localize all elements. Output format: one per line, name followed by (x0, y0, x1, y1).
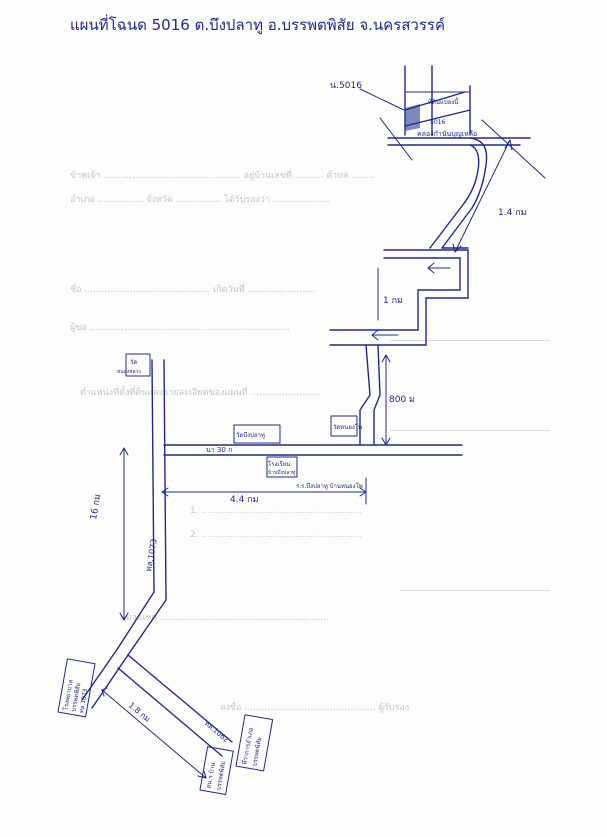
distance-arrow (454, 139, 511, 253)
distance-southwest: 1.8 กม (127, 701, 152, 724)
highway-1062-label: ทล.1062 (203, 719, 230, 744)
temple-bueng-label: วัดบึงปลาทู (236, 432, 265, 439)
temple-right-label: วัดหนองโพ (333, 423, 362, 431)
temple-bueng-box (233, 424, 281, 444)
road-edge (163, 359, 167, 601)
distance-middle: 1 กม (383, 296, 403, 306)
school-road-label: ร.ร.บึงปลาทู บ้านหนองโพ (296, 482, 363, 490)
branch-road: 800 ม วัดหนองโพ (330, 344, 415, 446)
bleed-text-5: ตำแหน่งที่ตั้งที่ดินและรายละเอียดของแผนท… (80, 388, 320, 398)
sw-right-landmark: ที่ว่าการอำเภอ บรรพตพิสัย (235, 714, 274, 772)
road-edge (359, 344, 371, 446)
school-label: โรงเรียน (268, 460, 290, 468)
southwest-junction: 1.8 กม ทล.1062 โรงพยาบาล บรรพตพิสัย ทล.1… (57, 647, 274, 796)
bleed-line (400, 590, 550, 591)
parcel-area: น.5016 ที่ดินแปลงนี้ 5016 คลองกำนันบุญเห… (330, 65, 546, 179)
bleed-text-4: ผู้ขอ ..................................… (70, 323, 290, 333)
switchback-road: 1 กม (329, 249, 469, 346)
road-edge (127, 599, 167, 656)
east-road: 1.4 กม (429, 137, 527, 253)
road-edge (127, 654, 233, 743)
distance-main-road: 4.4 กม (230, 495, 259, 505)
road-edge (91, 654, 129, 709)
sw-left-landmark: โรงพยาบาล บรรพตพิสัย ทล.1073 (57, 658, 96, 718)
highway-1073-label: ทล.1073 (144, 538, 159, 572)
north-road-label: นา 30 ก (206, 446, 232, 454)
road-edge (151, 359, 155, 593)
road-edge (441, 137, 488, 249)
parcel-sub: 5016 (430, 119, 445, 126)
road-edge (117, 667, 223, 757)
temple-nw-label: วัด (130, 359, 137, 366)
bleed-text-7: 2. .....................................… (190, 530, 362, 540)
temple-nw-box (125, 353, 151, 377)
arrow-head (119, 612, 129, 621)
bleed-text-2: อำเภอ ................ จังหวัด .........… (70, 195, 331, 205)
arrow-head (427, 262, 435, 274)
parcel-label: น.5016 (330, 81, 362, 91)
bleed-text-8: ลงชื่อ .................................… (220, 703, 410, 713)
arrow-head (119, 447, 129, 456)
parcel-hatch (405, 104, 420, 131)
bleed-line (390, 430, 550, 431)
canal-cross-line (379, 117, 413, 161)
arrow-head (504, 139, 513, 151)
canal-label: คลองกำนันบุญเหลือ (417, 130, 477, 138)
bleed-text-1: ข้าพเจ้า ...............................… (70, 171, 375, 181)
bleed-line (390, 340, 550, 341)
canal-cross-line (481, 119, 546, 179)
road-edge (373, 344, 381, 446)
sw-bottom-label-1: สน.ฯ บ้าน (205, 762, 216, 789)
temple-right-box (330, 415, 358, 437)
sw-bottom-label-2: บรรพตพิสัย (215, 761, 227, 791)
main-road: นา 30 ก วัดบึงปลาทู โรงเรียน บ้านบึงปลาท… (161, 424, 463, 505)
sw-right-box (235, 714, 274, 772)
sw-right-label-2: บรรพตพิสัย (251, 737, 263, 767)
distance-west-road: 16 กม (89, 493, 103, 520)
sw-left-box (57, 658, 96, 718)
school-sub-label: บ้านบึงปลาทู (268, 469, 295, 476)
school-box (266, 456, 298, 478)
sw-bottom-box (199, 746, 234, 796)
map-title: แผนที่โฉนด 5016 ต.บึงปลาทู อ.บรรพตพิสัย … (70, 14, 445, 34)
sw-bottom-landmark: สน.ฯ บ้าน บรรพตพิสัย (199, 746, 234, 796)
bleed-text-6: 1. .....................................… (190, 506, 362, 516)
bleed-text-9: หมายเหตุ ...............................… (120, 613, 329, 623)
road-edge (429, 144, 480, 249)
arrow-head (452, 243, 462, 253)
leader-line (359, 88, 405, 111)
distance-branch: 800 ม (389, 395, 415, 405)
distance-east-road: 1.4 กม (498, 208, 527, 218)
temple-nw-sub-label: หนองหลวง (117, 369, 141, 375)
road-edge (81, 647, 119, 701)
road-edge (117, 591, 155, 649)
arrow-head (371, 329, 379, 341)
parcel-note: ที่ดินแปลงนี้ (428, 96, 459, 106)
distance-arrow (101, 689, 207, 779)
arrow-head (381, 354, 391, 363)
arrow-head (101, 687, 108, 697)
arrow-head (161, 487, 169, 497)
bleed-text-3: ชื่อ ...................................… (70, 285, 317, 295)
arrow-head (197, 770, 207, 779)
sw-left-label-2: บรรพตพิสัย (70, 682, 82, 712)
sw-left-label-3: ทล.1073 (78, 688, 89, 714)
west-road: ทล.1073 วัด หนองหลวง 16 กม (89, 353, 167, 656)
